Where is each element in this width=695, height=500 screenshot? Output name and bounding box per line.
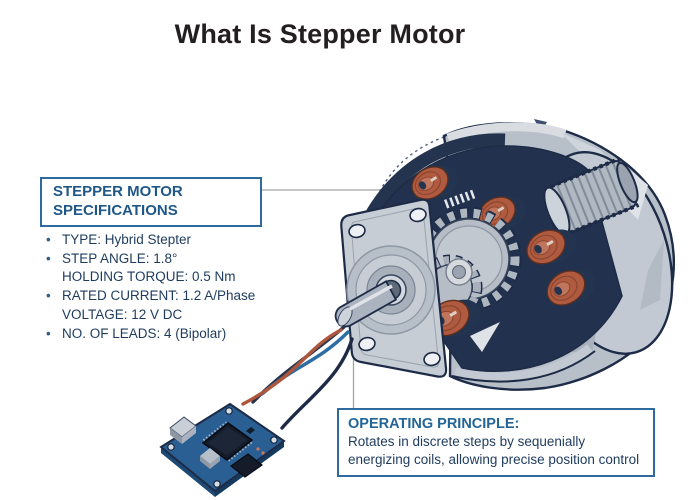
front-plate bbox=[340, 198, 448, 378]
spec-item-text: TYPE: Hybrid Stepter bbox=[62, 232, 192, 247]
spec-box-heading: STEPPER MOTOR SPECIFICATIONS bbox=[40, 177, 262, 227]
lead-wires bbox=[241, 325, 354, 430]
principle-line2: energizing coils, allowing precise posit… bbox=[348, 451, 640, 467]
principle-heading: OPERATING PRINCIPLE: bbox=[348, 416, 520, 432]
bullet-icon: • bbox=[46, 232, 51, 247]
coil-icon bbox=[546, 269, 596, 306]
coil-icon bbox=[526, 229, 577, 265]
spec-item: • NO. OF LEADS: 4 (Bipolar) bbox=[46, 325, 276, 344]
spec-heading-line2: SPECIFICATIONS bbox=[53, 202, 178, 219]
page-title: What Is Stepper Motor bbox=[174, 19, 466, 49]
output-spline-gear-icon bbox=[543, 156, 640, 236]
spec-item: • VOLTAGE: 12 V DC bbox=[46, 306, 276, 325]
spec-item: • RATED CURRENT: 1.2 A/Phase bbox=[46, 287, 276, 306]
pcb-component bbox=[200, 448, 220, 469]
spec-item: • STEP ANGLE: 1.8° bbox=[46, 250, 276, 269]
spec-item: • HOLDING TORQUE: 0.5 Nm bbox=[46, 268, 276, 287]
bullet-icon: • bbox=[46, 325, 51, 341]
cutaway-edge bbox=[360, 133, 506, 228]
principle-box: OPERATING PRINCIPLE: Rotates in discrete… bbox=[337, 408, 655, 477]
driver-pcb bbox=[159, 402, 286, 497]
pcb-connector bbox=[169, 416, 197, 444]
spec-list: • TYPE: Hybrid Stepter • STEP ANGLE: 1.8… bbox=[46, 231, 276, 343]
spec-heading-line1: STEPPER MOTOR bbox=[53, 183, 183, 200]
motor-shaft bbox=[334, 280, 398, 328]
principle-line1: Rotates in discrete steps by sequenially bbox=[348, 434, 586, 449]
bullet-icon: • bbox=[46, 288, 51, 304]
spec-item-text: NO. OF LEADS: 4 (Bipolar) bbox=[62, 325, 227, 341]
coil-icon bbox=[411, 165, 459, 200]
spec-item-text: STEP ANGLE: 1.8° bbox=[62, 250, 178, 266]
secondary-chip bbox=[229, 453, 264, 478]
spec-item: • TYPE: Hybrid Stepter bbox=[46, 231, 276, 250]
spec-item-text: RATED CURRENT: 1.2 A/Phase bbox=[62, 288, 256, 304]
spec-item-text: HOLDING TORQUE: 0.5 Nm bbox=[62, 269, 236, 285]
bullet-icon: • bbox=[46, 250, 51, 266]
spec-item-text: VOLTAGE: 12 V DC bbox=[62, 306, 183, 322]
shell-bottom-edge bbox=[451, 344, 596, 383]
